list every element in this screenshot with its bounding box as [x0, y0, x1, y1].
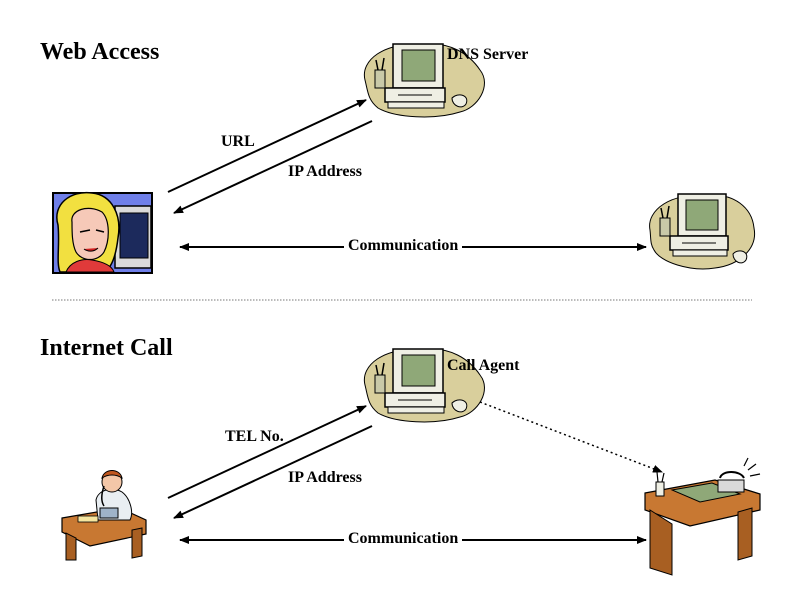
ip-address-response-arrow — [173, 120, 373, 214]
call-agent-label: Call Agent — [447, 357, 520, 374]
woman-at-computer-icon — [52, 191, 153, 274]
tel-no-label: TEL No. — [225, 428, 284, 445]
ip-address-label: IP Address — [288, 163, 362, 180]
dns-server-label: DNS Server — [447, 46, 529, 63]
web-access-title: Web Access — [40, 39, 160, 65]
call-ip-address-response-arrow — [173, 425, 373, 519]
call-agent-signal-arrow — [479, 401, 663, 473]
call-ip-address-label: IP Address — [288, 469, 362, 486]
web-server-computer-icon — [649, 193, 756, 270]
url-label: URL — [221, 133, 255, 150]
man-on-phone-icon — [61, 470, 147, 561]
url-request-arrow — [167, 99, 367, 193]
internet-call-title: Internet Call — [40, 335, 173, 361]
dns-server-computer-icon — [363, 43, 485, 118]
web-communication-label: Communication — [344, 237, 463, 255]
call-agent-computer-icon — [363, 348, 485, 423]
call-communication-label: Communication — [344, 530, 463, 548]
tel-no-request-arrow — [167, 405, 367, 499]
office-desk-phone-icon — [644, 457, 761, 576]
